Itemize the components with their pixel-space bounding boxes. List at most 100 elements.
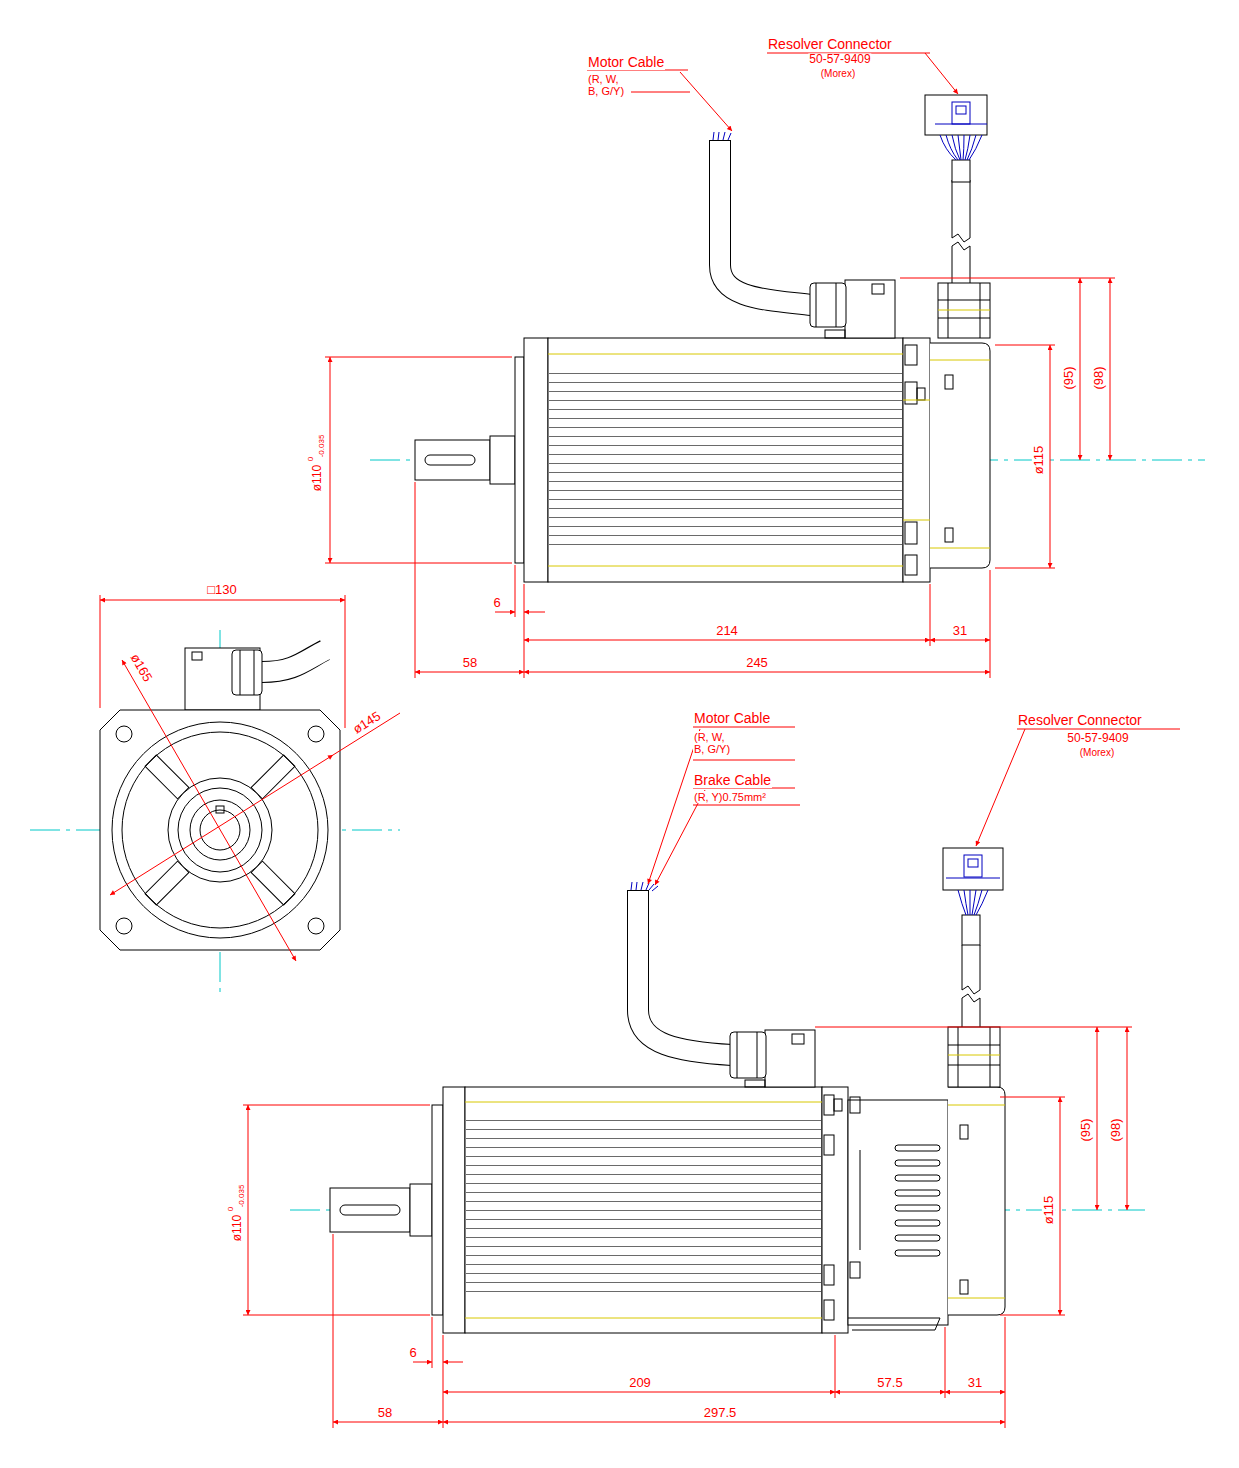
callout-label: Resolver Connector bbox=[1017, 713, 1143, 728]
motor-brake-side-view bbox=[638, 891, 732, 1055]
motor-front-view bbox=[116, 918, 132, 934]
yellow-line bbox=[948, 1055, 1000, 1056]
motor-brake-side-view bbox=[432, 1105, 443, 1315]
yellow-line bbox=[938, 310, 990, 311]
callout-label: (R, Y)0.75mm² bbox=[693, 791, 767, 803]
motor-front-view bbox=[262, 650, 326, 672]
motor-side-view bbox=[970, 246, 971, 283]
dimension-line bbox=[976, 729, 1025, 846]
motor-side-view bbox=[816, 283, 817, 327]
part-number: 50-57-9409 bbox=[1066, 732, 1129, 745]
motor-brake-side-view bbox=[765, 1030, 815, 1087]
motor-side-view bbox=[415, 440, 490, 480]
dimension-line bbox=[1110, 278, 1111, 460]
motor-side-view bbox=[925, 95, 987, 135]
motor-brake-side-view bbox=[962, 986, 980, 994]
dimension-line bbox=[333, 1234, 334, 1428]
motor-front-view bbox=[254, 650, 255, 695]
motor-front-view bbox=[145, 861, 189, 905]
motor-side-view bbox=[917, 388, 925, 400]
motor-side-view bbox=[549, 370, 902, 548]
yellow-line bbox=[465, 1055, 1005, 1318]
yellow-line bbox=[548, 354, 903, 355]
motor-side-view bbox=[836, 283, 837, 327]
dimension-label: 6 bbox=[492, 596, 501, 610]
motor-brake-side-view bbox=[958, 1027, 959, 1087]
motor-brake-side-view bbox=[466, 1117, 821, 1297]
motor-side-view bbox=[905, 522, 917, 544]
wire bbox=[728, 133, 731, 140]
wire bbox=[952, 102, 970, 124]
motor-side-view bbox=[952, 246, 953, 283]
wire bbox=[718, 132, 719, 140]
motor-brake-side-view bbox=[822, 1087, 848, 1333]
dimension-line bbox=[443, 1422, 1005, 1423]
motor-front-view bbox=[308, 726, 324, 742]
dimension-label: (95) bbox=[1062, 365, 1076, 390]
motor-brake-side-view bbox=[895, 1220, 940, 1226]
dimension-line bbox=[100, 53, 1180, 1428]
motor-front-view bbox=[232, 650, 262, 695]
motor-front-view bbox=[100, 648, 340, 950]
dimension-label: 57.5 bbox=[876, 1376, 903, 1390]
dimension-label: ø165 bbox=[127, 651, 155, 686]
motor-front-view bbox=[192, 652, 202, 660]
motor-brake-side-view bbox=[962, 994, 980, 1002]
motor-brake-side-view bbox=[824, 1135, 834, 1155]
motor-side-view bbox=[952, 242, 970, 250]
dimension-line bbox=[432, 1317, 433, 1368]
motor-side-view bbox=[845, 280, 895, 338]
dimension-line bbox=[122, 660, 296, 961]
motor-side-view bbox=[720, 141, 812, 305]
dimension-line bbox=[443, 1335, 444, 1428]
motor-brake-side-view bbox=[960, 1125, 968, 1139]
motor-side-view bbox=[515, 357, 524, 563]
wire bbox=[636, 882, 637, 890]
dimension-label: 209 bbox=[628, 1376, 652, 1390]
yellow-line bbox=[548, 566, 903, 567]
motor-brake-side-view bbox=[860, 1150, 861, 1250]
part-number: 50-57-9409 bbox=[808, 53, 871, 66]
dimension-line bbox=[110, 755, 333, 895]
dimension-line bbox=[995, 345, 1055, 346]
motor-brake-side-view bbox=[330, 1188, 410, 1232]
motor-brake-side-view bbox=[895, 1190, 940, 1196]
dimension-line bbox=[443, 1392, 835, 1393]
motor-brake-side-view bbox=[443, 1087, 465, 1333]
motor-brake-side-view bbox=[962, 998, 963, 1027]
motor-brake-side-view bbox=[330, 848, 1005, 1333]
dimension-line bbox=[1097, 1027, 1098, 1210]
dimension-line bbox=[243, 1315, 430, 1316]
wire bbox=[935, 124, 987, 125]
callout-label: (R, W, B, G/Y) bbox=[587, 73, 631, 97]
dimension-label: (95) bbox=[1079, 1117, 1093, 1142]
motor-side-view bbox=[810, 283, 846, 327]
motor-brake-side-view bbox=[948, 1045, 1000, 1046]
callout-label: Brake Cable bbox=[693, 773, 772, 788]
dimension-line bbox=[524, 640, 930, 641]
dimension-line bbox=[1017, 729, 1180, 730]
dimension-line bbox=[524, 612, 545, 613]
motor-side-view bbox=[825, 330, 845, 338]
motor-brake-side-view bbox=[737, 1032, 738, 1078]
dimension-line bbox=[248, 1105, 249, 1315]
motor-front-view bbox=[251, 861, 295, 905]
motor-brake-side-view bbox=[465, 1087, 822, 1333]
dimension-label: ø110 bbox=[311, 464, 324, 492]
tolerance-label: 0 bbox=[307, 456, 316, 462]
dimension-line bbox=[100, 600, 345, 601]
dimension-line bbox=[1005, 1317, 1006, 1428]
motor-front-view bbox=[262, 650, 325, 672]
dimension-line bbox=[990, 570, 991, 678]
motor-side-view bbox=[945, 375, 953, 389]
dimension-line bbox=[930, 640, 990, 641]
motor-brake-side-view bbox=[895, 1250, 940, 1256]
motor-brake-side-view bbox=[980, 945, 981, 990]
motor-brake-side-view bbox=[745, 1080, 765, 1087]
motor-brake-side-view bbox=[948, 1087, 1005, 1315]
dimension-line bbox=[325, 357, 512, 358]
yellow-line bbox=[903, 400, 930, 401]
motor-brake-side-view bbox=[962, 945, 963, 990]
dimension-line bbox=[693, 760, 795, 761]
yellow-line bbox=[903, 520, 930, 521]
